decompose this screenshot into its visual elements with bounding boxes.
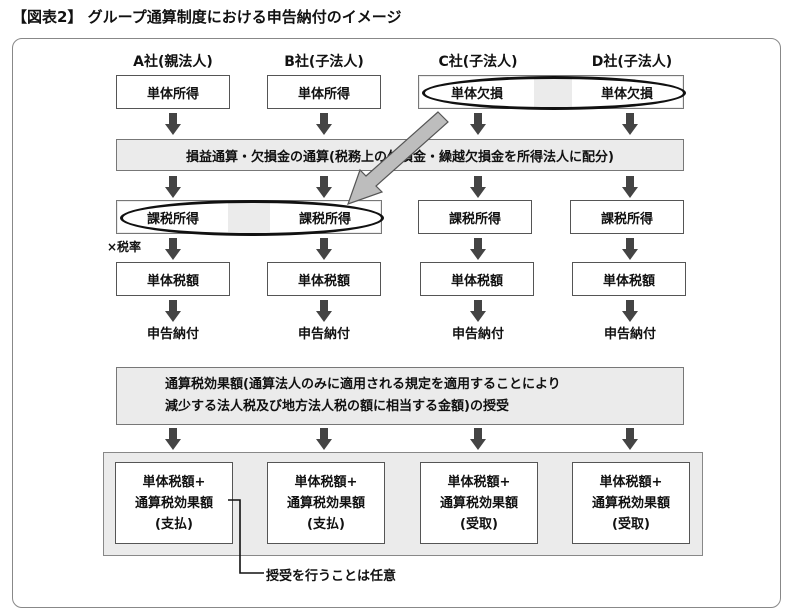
loss-highlight-oval — [422, 76, 686, 110]
company-a-label: A社(親法人) — [133, 54, 213, 70]
down-arrow-icon — [622, 428, 638, 450]
company-c-result-box: 単体税額+ 通算税効果額 (受取) — [420, 462, 538, 544]
company-a-tax-box: 単体税額 — [116, 262, 230, 296]
down-arrow-icon — [165, 300, 181, 322]
down-arrow-icon — [622, 113, 638, 135]
company-b-result-box: 単体税額+ 通算税効果額 (支払) — [267, 462, 385, 544]
result-line-1: 単体税額+ — [447, 475, 511, 490]
company-d-tax-box: 単体税額 — [572, 262, 686, 296]
down-arrow-icon — [470, 238, 486, 260]
result-line-3: (支払) — [155, 517, 193, 532]
optional-exchange-note: 授受を行うことは任意 — [266, 569, 397, 584]
down-arrow-icon — [316, 176, 332, 198]
result-line-1: 単体税額+ — [294, 475, 358, 490]
down-arrow-icon — [622, 238, 638, 260]
tax-rate-label: ×税率 — [107, 240, 142, 254]
company-b-filing-label: 申告納付 — [297, 327, 350, 342]
down-arrow-icon — [470, 300, 486, 322]
down-arrow-icon — [316, 428, 332, 450]
taxable-highlight-oval — [120, 200, 384, 236]
down-arrow-icon — [316, 238, 332, 260]
company-d-result-box: 単体税額+ 通算税効果額 (受取) — [572, 462, 690, 544]
note-connector-line — [228, 499, 264, 574]
down-arrow-icon — [470, 428, 486, 450]
result-line-3: (受取) — [460, 517, 498, 532]
tax-effect-box: 通算税効果額(通算法人のみに適用される規定を適用することにより 減少する法人税及… — [116, 367, 684, 425]
down-arrow-icon — [470, 176, 486, 198]
company-a-filing-label: 申告納付 — [146, 327, 199, 342]
company-d-taxable-box: 課税所得 — [570, 200, 684, 234]
result-line-1: 単体税額+ — [142, 475, 206, 490]
loss-allocation-arrow-icon — [347, 111, 449, 205]
result-line-2: 通算税効果額 — [591, 496, 670, 511]
company-c-tax-box: 単体税額 — [420, 262, 534, 296]
down-arrow-icon — [470, 113, 486, 135]
result-line-1: 単体税額+ — [599, 475, 663, 490]
result-line-2: 通算税効果額 — [286, 496, 365, 511]
result-line-3: (支払) — [307, 517, 345, 532]
tax-effect-line-1: 通算税効果額(通算法人のみに適用される規定を適用することにより — [165, 377, 561, 392]
down-arrow-icon — [622, 300, 638, 322]
result-line-2: 通算税効果額 — [134, 496, 213, 511]
company-b-tax-box: 単体税額 — [267, 262, 381, 296]
tax-effect-line-2: 減少する法人税及び地方法人税の額に相当する金額)の授受 — [165, 399, 509, 414]
company-c-filing-label: 申告納付 — [451, 327, 504, 342]
down-arrow-icon — [165, 176, 181, 198]
down-arrow-icon — [165, 113, 181, 135]
company-b-income-box: 単体所得 — [267, 75, 381, 109]
company-a-result-box: 単体税額+ 通算税効果額 (支払) — [115, 462, 233, 544]
company-d-label: D社(子法人) — [591, 54, 673, 70]
down-arrow-icon — [316, 300, 332, 322]
company-a-income-box: 単体所得 — [116, 75, 230, 109]
company-b-label: B社(子法人) — [284, 54, 364, 70]
down-arrow-icon — [165, 238, 181, 260]
down-arrow-icon — [622, 176, 638, 198]
result-line-3: (受取) — [612, 517, 650, 532]
down-arrow-icon — [316, 113, 332, 135]
down-arrow-icon — [165, 428, 181, 450]
result-line-2: 通算税効果額 — [439, 496, 518, 511]
company-d-filing-label: 申告納付 — [603, 327, 656, 342]
company-c-taxable-box: 課税所得 — [418, 200, 532, 234]
company-c-label: C社(子法人) — [438, 54, 518, 70]
figure-title: 【図表2】 グループ通算制度における申告納付のイメージ — [12, 8, 402, 26]
